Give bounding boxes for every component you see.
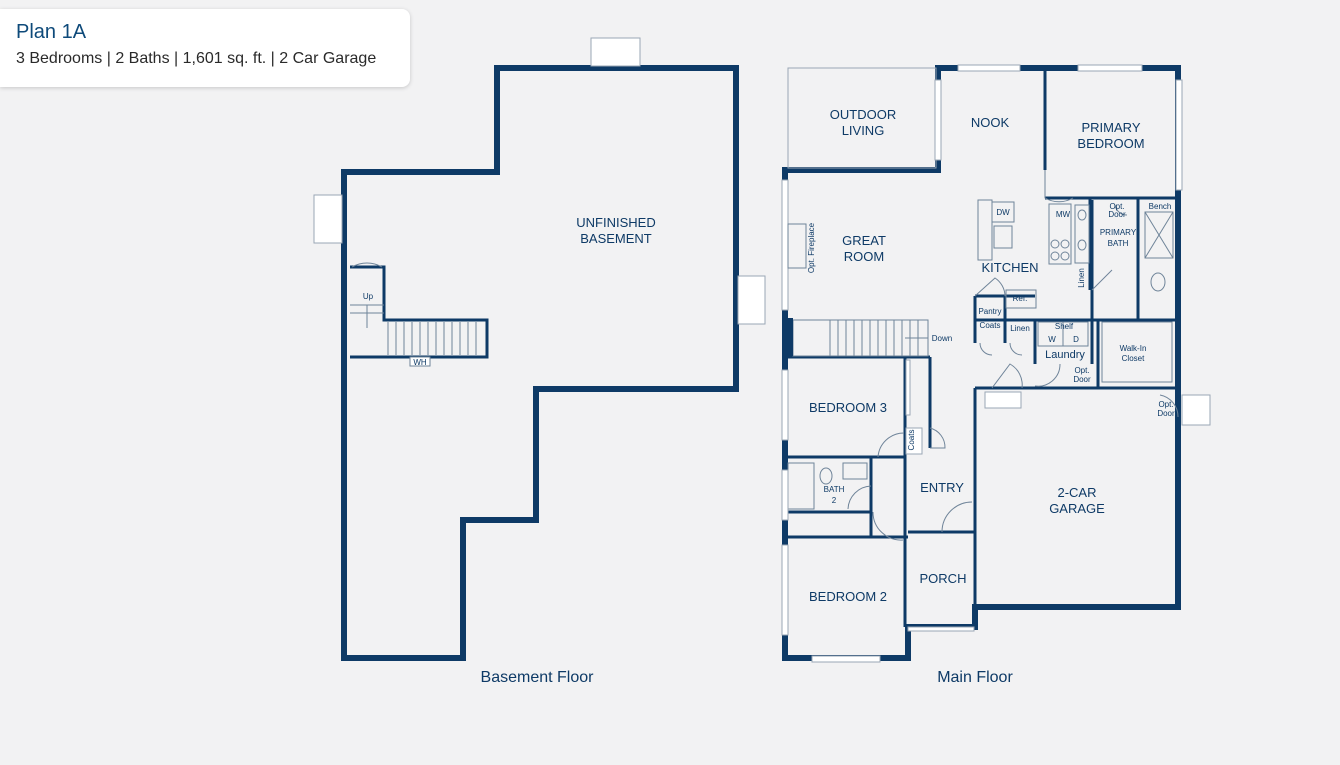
plan-specs: 3 Bedrooms | 2 Baths | 1,601 sq. ft. | 2… [16,50,377,67]
bath-2-label-line2: 2 [832,496,837,505]
entry-label: ENTRY [920,480,964,495]
fireplace [787,223,807,269]
primary-bath-label-line1: PRIMARY [1100,228,1137,237]
entry-coats-label: Coats [907,430,916,451]
plan-info-card: Plan 1A 3 Bedrooms | 2 Baths | 1,601 sq.… [0,9,410,87]
main-down-label: Down [932,334,952,343]
basement-room-label-line1: UNFINISHED [576,215,655,230]
walk-in-closet-label-line1: Walk-In [1120,344,1147,353]
fireplace-label: Opt. Fireplace [807,222,816,273]
basement-stair-treads [350,304,477,355]
kitchen-fixtures [977,199,1072,309]
bath-2-label-line1: BATH [824,485,845,494]
basement-outer-wall [341,65,739,661]
bedroom-2-label: BEDROOM 2 [809,589,887,604]
garage-opt-door-label-line2: Door [1157,409,1175,418]
dishwasher-label: DW [996,208,1010,217]
refrigerator-label: Ref. [1013,294,1028,303]
basement-floor-caption: Basement Floor [481,669,595,686]
microwave-label: MW [1056,210,1071,219]
basement-window-right [737,275,766,325]
door-swings [847,170,1179,541]
basement-stair-walls [350,265,489,359]
main-outer-wall [782,65,1181,661]
main-windows [781,64,1211,663]
water-heater-label: WH [413,358,427,367]
basement-floor [313,37,766,661]
laundry-label: Laundry [1045,349,1085,361]
water-heater [409,356,431,367]
bench-label: Bench [1149,202,1172,211]
nook-label: NOOK [971,115,1010,130]
walk-in-closet-label-line2: Closet [1122,354,1145,363]
dryer-label: D [1073,335,1079,344]
outdoor-living-label-line1: OUTDOOR [830,107,896,122]
laundry-opt-door-label-line1: Opt. [1074,366,1089,375]
primary-opt-door-label-line1: Opt. [1109,202,1124,211]
kitchen-label: KITCHEN [981,260,1038,275]
main-stairs [792,319,929,357]
porch-label: PORCH [920,571,967,586]
hall-linen-label: Linen [1010,324,1030,333]
washer-label: W [1048,335,1056,344]
basement-door-swing [351,262,383,268]
outdoor-living-label-line2: LIVING [842,123,885,138]
garage-label-line2: GARAGE [1049,501,1105,516]
garage-label-line1: 2-CAR [1057,485,1096,500]
laundry-shelf-label: Shelf [1055,322,1074,331]
basement-room-label-line2: BASEMENT [580,231,652,246]
stair-rail-dark [786,318,793,356]
great-room-label-line1: GREAT [842,233,886,248]
basement-up-label: Up [363,292,374,301]
main-floor [781,64,1211,663]
garage-opt-door-label-line1: Opt. [1158,400,1173,409]
pantry-label: Pantry [978,307,1001,316]
bedroom-3-label: BEDROOM 3 [809,400,887,415]
primary-linen-label: Linen [1077,268,1086,288]
primary-bedroom-label-line2: BEDROOM [1077,136,1144,151]
kitchen-coats-label: Coats [980,321,1001,330]
main-floor-caption: Main Floor [937,669,1013,686]
basement-window-top [590,37,641,67]
primary-bedroom-label-line1: PRIMARY [1082,120,1141,135]
primary-bath-label-line2: BATH [1108,239,1129,248]
basement-window-left [313,194,343,244]
plan-title: Plan 1A [16,21,87,43]
great-room-label-line2: ROOM [844,249,884,264]
laundry-opt-door-label-line2: Door [1073,375,1091,384]
primary-opt-door-label-line2: Door [1108,210,1126,219]
